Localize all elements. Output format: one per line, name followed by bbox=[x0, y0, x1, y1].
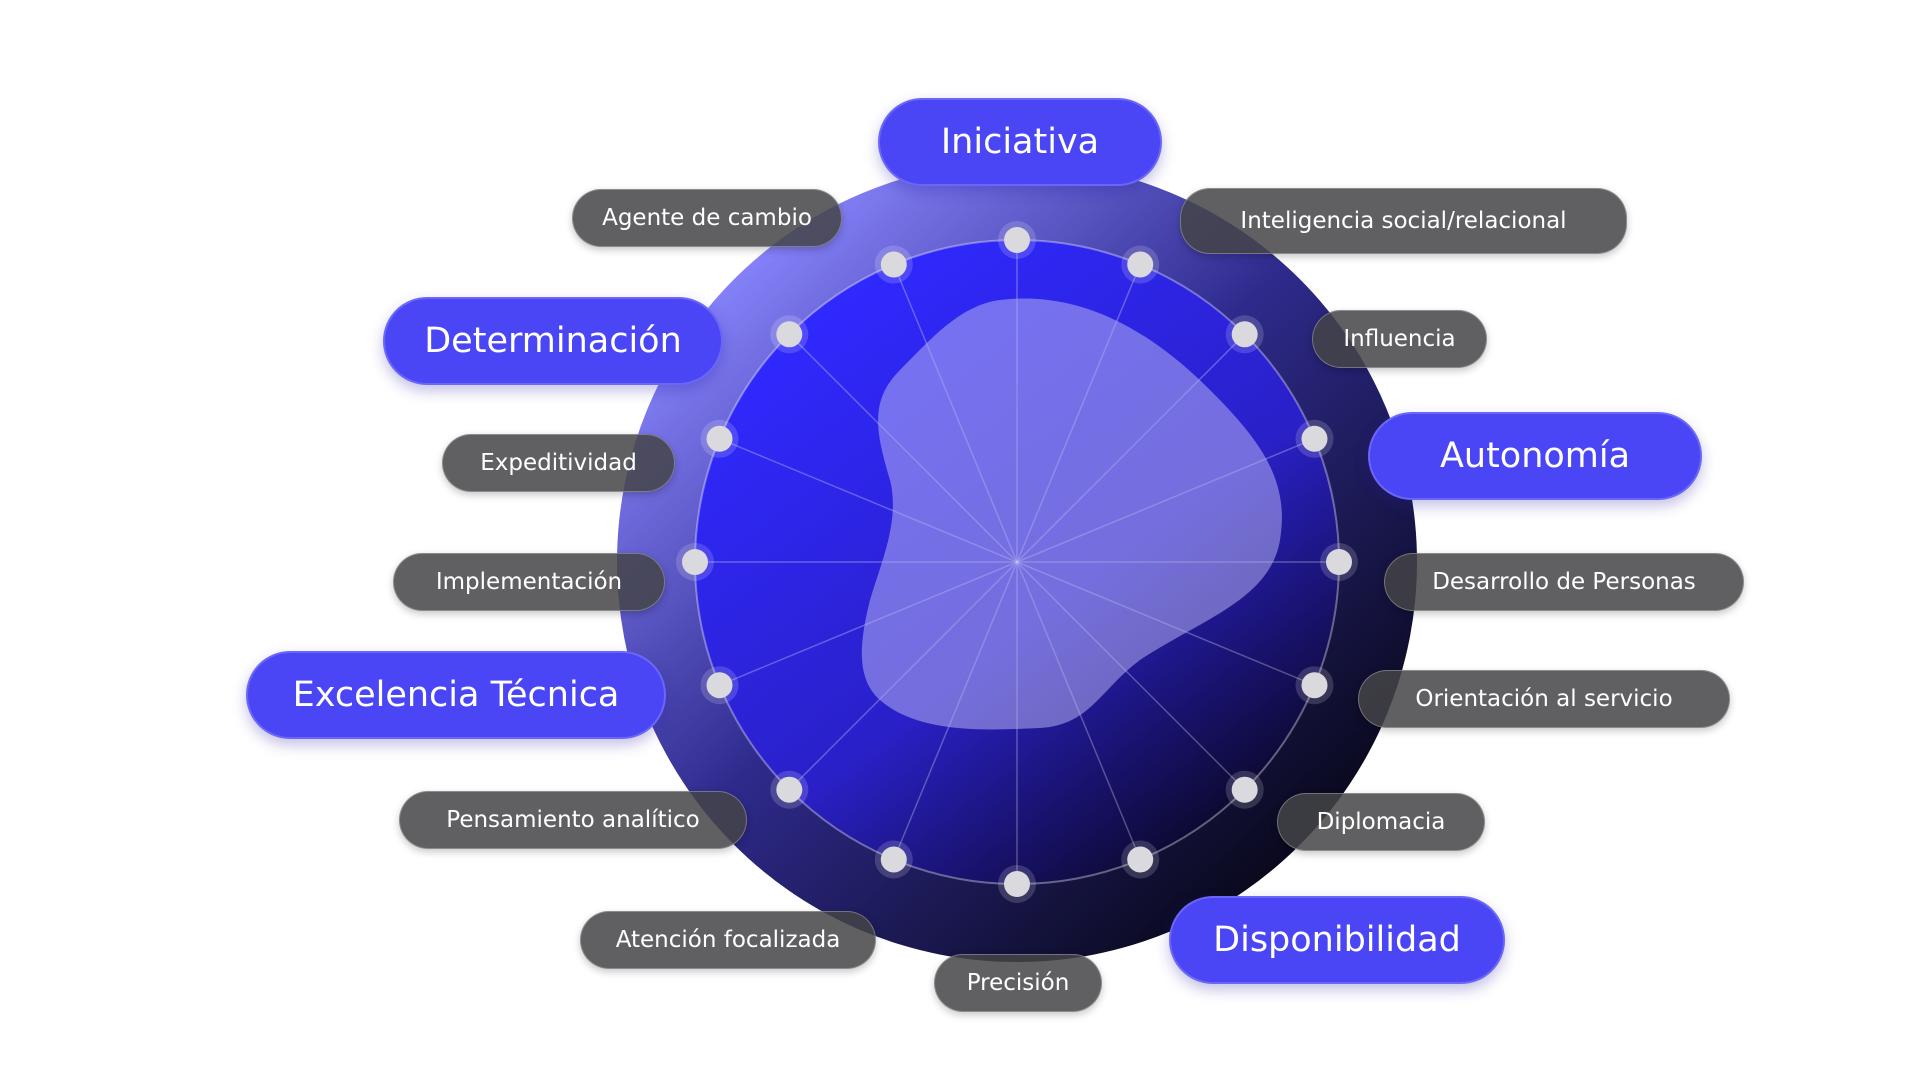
wheel-node bbox=[682, 549, 708, 575]
wheel-node bbox=[776, 321, 803, 348]
pill-orientacion-servicio: Orientación al servicio bbox=[1358, 670, 1730, 728]
profile-blob bbox=[861, 298, 1282, 730]
pill-influencia: Influencia bbox=[1312, 310, 1487, 368]
pill-determinacion: Determinación bbox=[383, 297, 723, 385]
pill-disponibilidad: Disponibilidad bbox=[1169, 896, 1505, 984]
wheel-node bbox=[706, 672, 733, 699]
pill-implementacion: Implementación bbox=[393, 553, 665, 611]
pill-pensamiento-analitico: Pensamiento analítico bbox=[399, 791, 747, 849]
wheel-node bbox=[1301, 425, 1328, 452]
pill-agente-cambio: Agente de cambio bbox=[572, 189, 842, 247]
pill-atencion-focalizada: Atención focalizada bbox=[580, 911, 876, 969]
wheel-node bbox=[1231, 321, 1258, 348]
pill-desarrollo-personas: Desarrollo de Personas bbox=[1384, 553, 1744, 611]
pill-iniciativa: Iniciativa bbox=[878, 98, 1162, 186]
pill-excelencia-tecnica: Excelencia Técnica bbox=[246, 651, 666, 739]
pill-autonomia: Autonomía bbox=[1368, 412, 1702, 500]
pill-diplomacia: Diplomacia bbox=[1277, 793, 1485, 851]
wheel-node bbox=[1127, 846, 1154, 873]
wheel-node bbox=[1301, 672, 1328, 699]
wheel-node bbox=[880, 251, 907, 278]
wheel-node bbox=[1127, 251, 1154, 278]
wheel-node bbox=[1231, 776, 1258, 803]
wheel-node bbox=[706, 425, 733, 452]
pill-expeditividad: Expeditividad bbox=[442, 434, 675, 492]
wheel-node bbox=[1326, 549, 1352, 575]
wheel-node bbox=[776, 776, 803, 803]
wheel-node bbox=[1004, 871, 1030, 897]
wheel-node bbox=[1004, 227, 1030, 253]
pill-inteligencia-social: Inteligencia social/relacional bbox=[1180, 188, 1627, 254]
wheel-node bbox=[880, 846, 907, 873]
pill-precision: Precisión bbox=[934, 954, 1102, 1012]
